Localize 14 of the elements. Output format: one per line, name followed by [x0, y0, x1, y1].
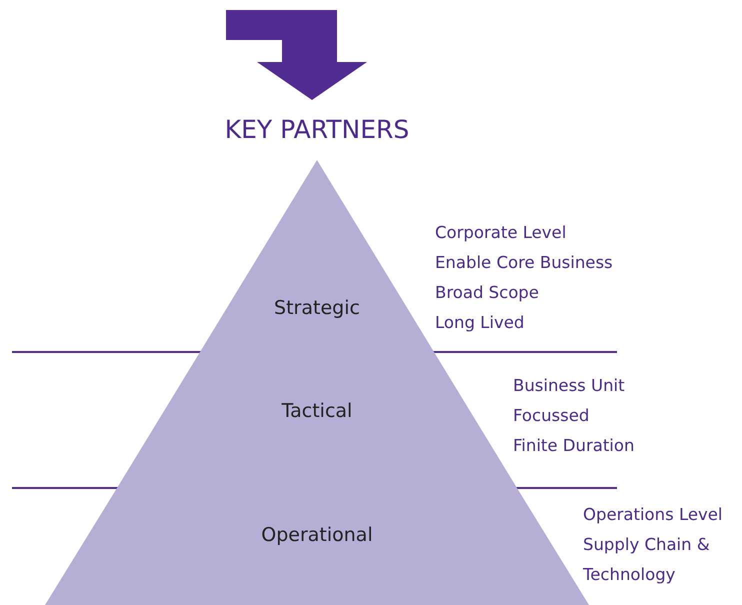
title: KEY PARTNERS [224, 115, 410, 144]
note-text: Long Lived [435, 313, 524, 332]
note-text: Corporate Level [435, 223, 566, 242]
band-label: Tactical [282, 400, 352, 422]
band-label: Strategic [274, 297, 360, 319]
note-text: Focussed [513, 406, 590, 425]
note-text: Finite Duration [513, 436, 634, 455]
note-text: Supply Chain & Technology [583, 535, 710, 584]
band-label: Operational [261, 524, 373, 546]
pyramid-band [200, 160, 434, 352]
note-text: Operations Level [583, 505, 723, 524]
note-text: Business Unit [513, 376, 625, 395]
note-text: Broad Scope [435, 283, 539, 302]
note-text: Enable Core Business [435, 253, 613, 272]
